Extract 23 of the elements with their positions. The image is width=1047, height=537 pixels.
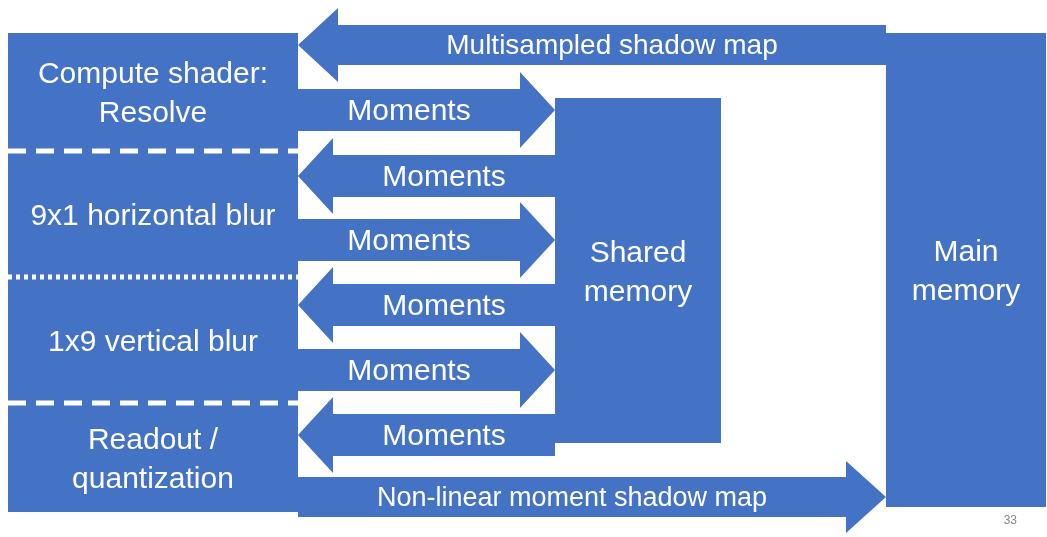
process-section: Readout / quantization: [8, 403, 298, 512]
edge-label: Moments: [347, 95, 471, 125]
process-section: Compute shader: Resolve: [8, 33, 298, 151]
edge-label: Moments: [382, 161, 506, 191]
block-arrow: [298, 267, 555, 343]
edge-label: Moments: [382, 420, 506, 450]
block-arrow: [298, 72, 555, 148]
page-number: 33: [1003, 513, 1017, 527]
edge-label: Moments: [382, 290, 506, 320]
edge-label: Moments: [347, 355, 471, 385]
block-arrow: [298, 8, 886, 82]
block-arrow: [298, 138, 555, 214]
block-arrow: [298, 397, 555, 473]
edge-label: Multisampled shadow map: [446, 31, 778, 59]
block-arrow: [298, 202, 555, 278]
process-section: 1x9 vertical blur: [8, 277, 298, 403]
edge-label: Moments: [347, 225, 471, 255]
process-section: 9x1 horizontal blur: [8, 151, 298, 277]
edge-label: Non-linear moment shadow map: [376, 483, 768, 511]
memory-box: Main memory: [886, 33, 1046, 507]
memory-box: Shared memory: [555, 98, 721, 443]
block-arrow: [298, 332, 555, 408]
block-arrow: [298, 461, 886, 533]
